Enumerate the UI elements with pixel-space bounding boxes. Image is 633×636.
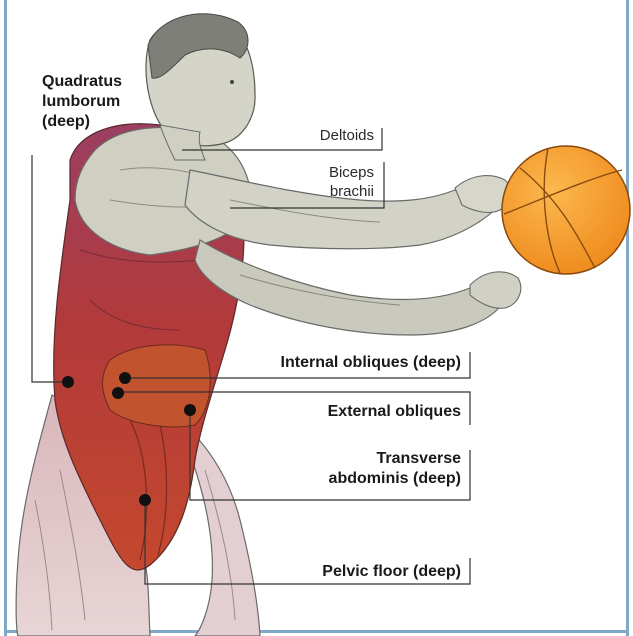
label-transverse-abdominis: Transverse abdominis (deep) (280, 449, 461, 489)
label-biceps-line1: Biceps (260, 163, 374, 182)
label-deltoids: Deltoids (260, 126, 374, 145)
label-biceps-brachii: Biceps brachii (260, 163, 374, 201)
label-external-obliques: External obliques (260, 402, 461, 422)
label-quadratus-line2: lumborum (42, 92, 162, 112)
label-internal-obliques: Internal obliques (deep) (230, 353, 461, 373)
label-transverse-line2: abdominis (deep) (280, 469, 461, 489)
label-quadratus-line3: (deep) (42, 112, 162, 132)
label-biceps-line2: brachii (260, 182, 374, 201)
label-quadratus-lumborum: Quadratus lumborum (deep) (42, 72, 162, 132)
basketball (502, 146, 630, 274)
label-quadratus-line1: Quadratus (42, 72, 162, 92)
label-pelvic-floor: Pelvic floor (deep) (280, 562, 461, 582)
label-transverse-line1: Transverse (280, 449, 461, 469)
